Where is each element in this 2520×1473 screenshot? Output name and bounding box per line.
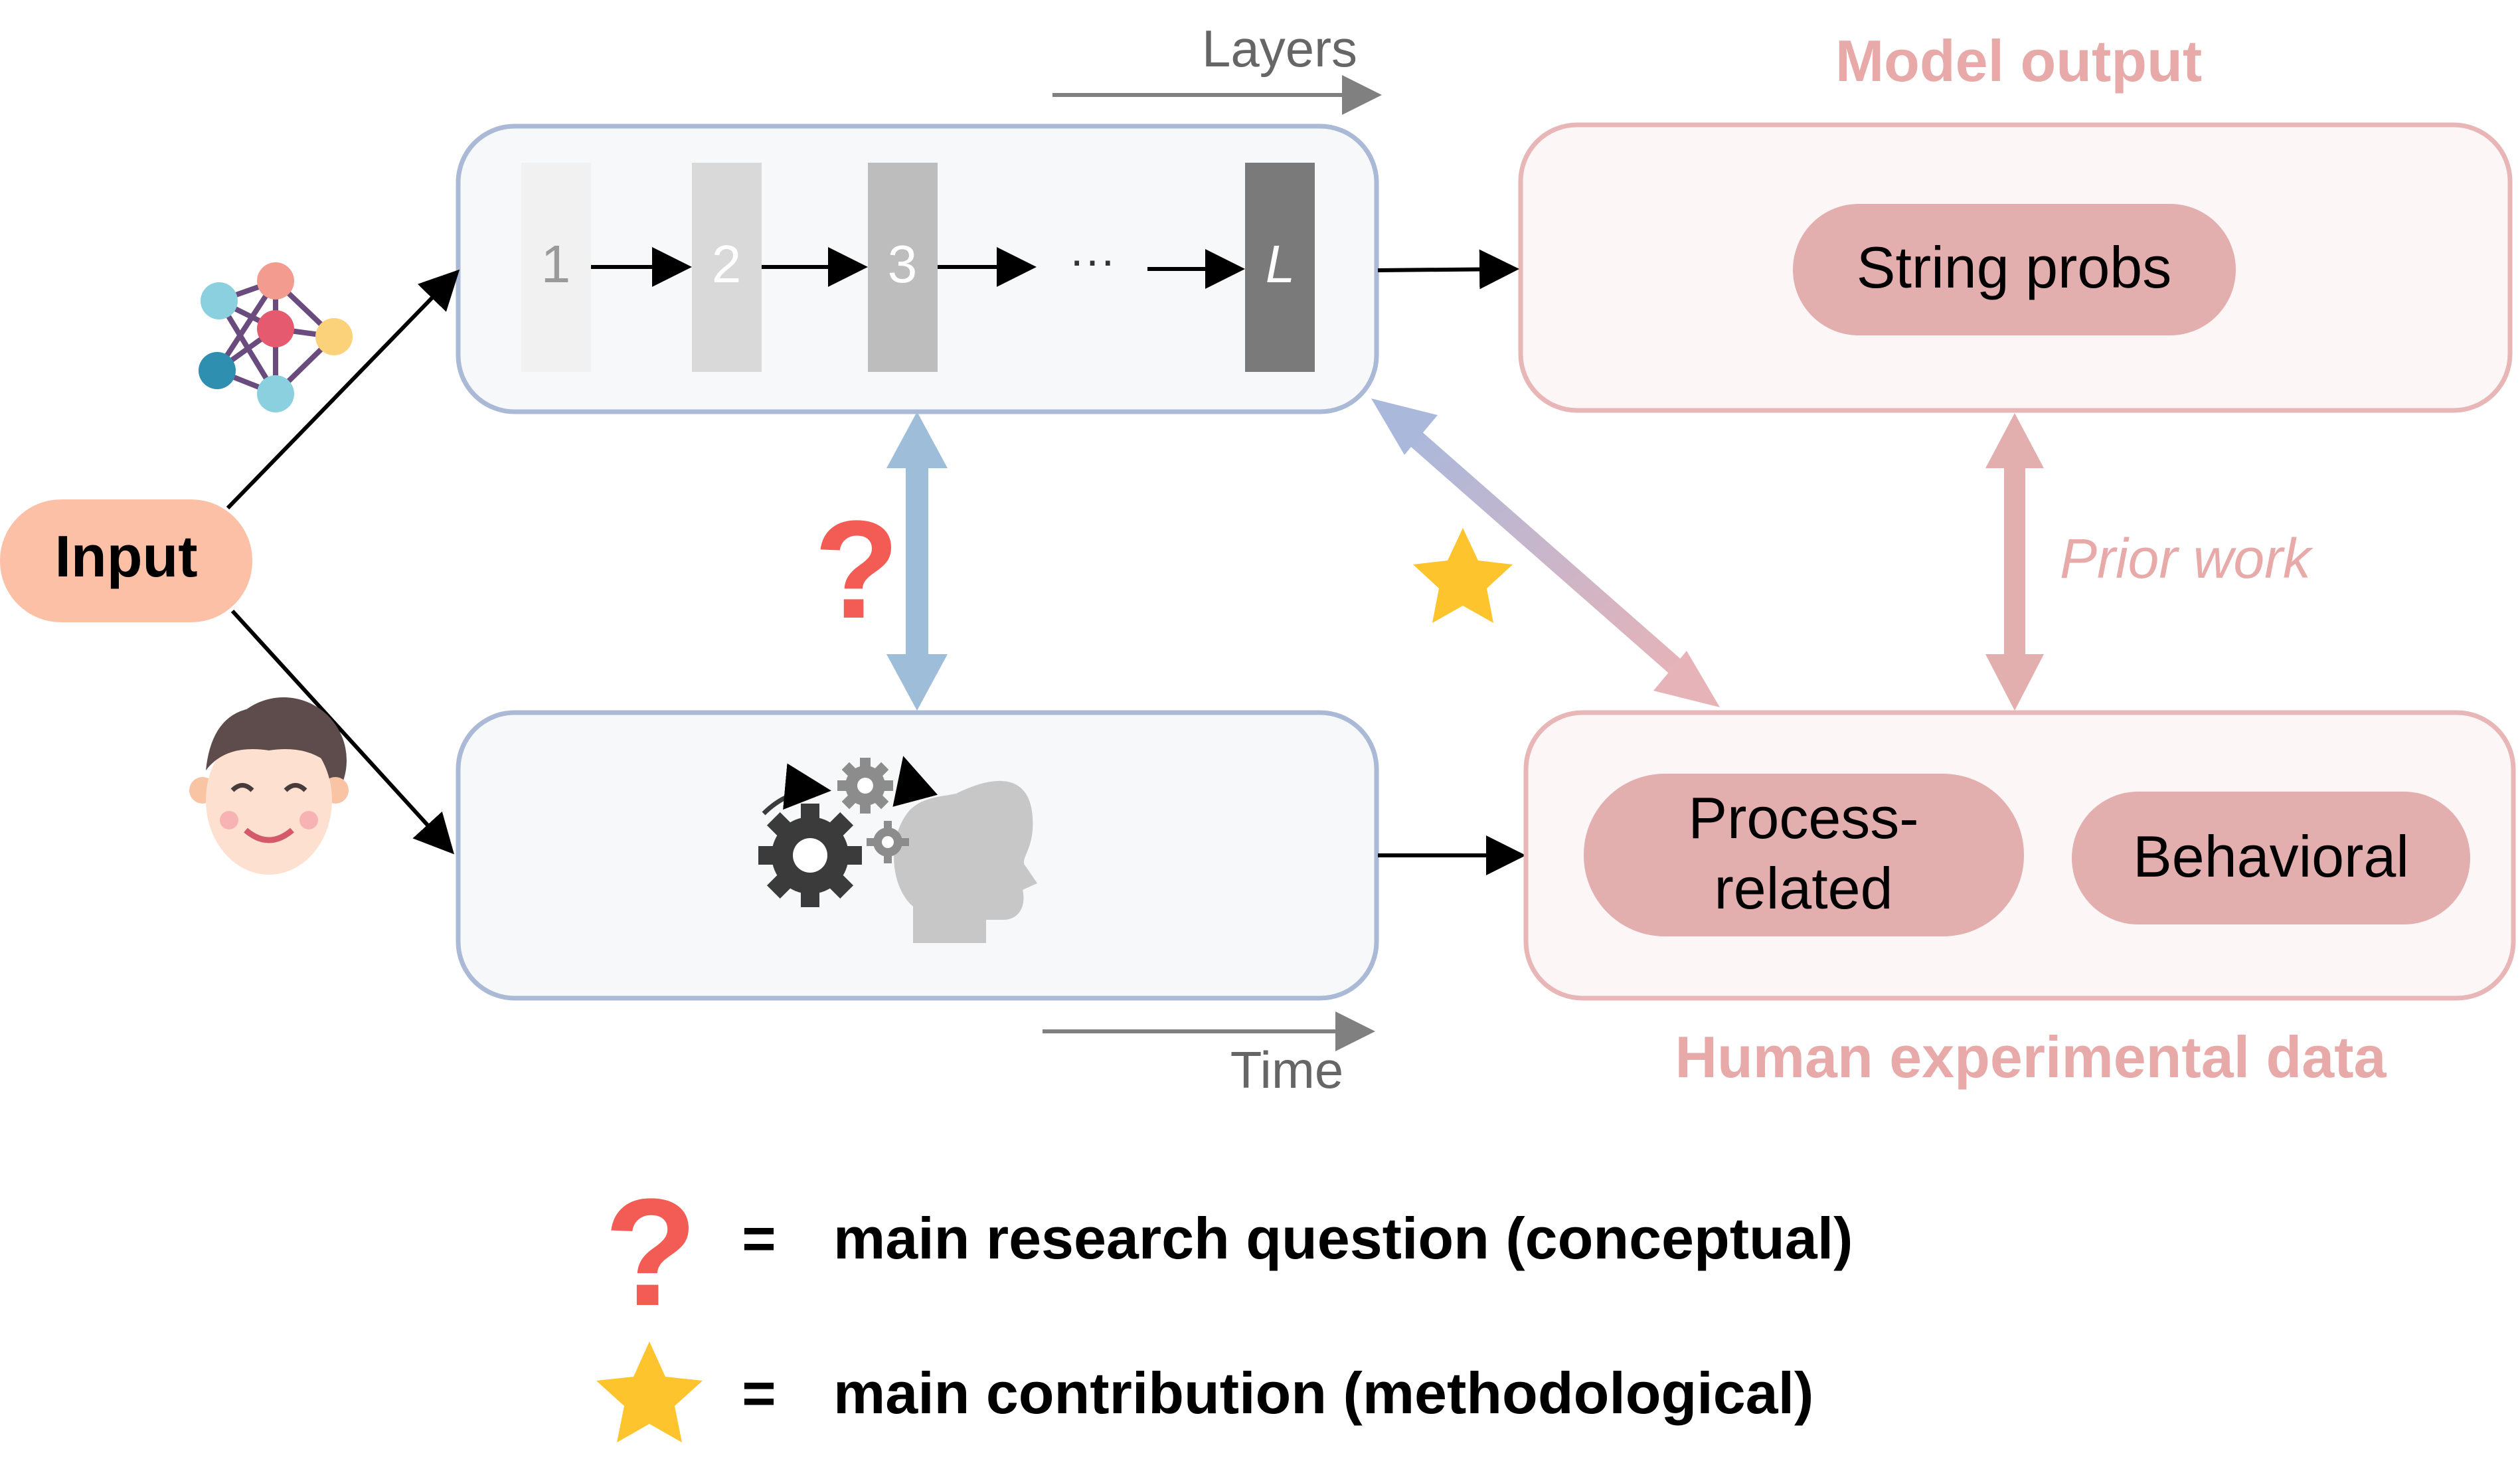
prior-work-label: Prior work	[2060, 527, 2313, 590]
neural-network-icon	[199, 262, 353, 412]
legend-star-icon	[596, 1342, 703, 1442]
layers-axis-label: Layers	[1202, 19, 1357, 78]
contribution-diagonal-arrow	[1371, 398, 1720, 707]
input-label: Input	[54, 523, 197, 589]
layer-label-2: 2	[712, 234, 742, 294]
layer-block-1	[521, 163, 591, 372]
string-probs-pill	[1793, 204, 2236, 335]
input-to-human-arrow	[230, 609, 455, 855]
process-related-line2: related	[1714, 855, 1892, 921]
human-data-title: Human experimental data	[1675, 1024, 2387, 1090]
model-to-output-arrow	[1377, 249, 1519, 290]
legend-question-text: main research question (conceptual)	[833, 1205, 1853, 1271]
layer-block-2	[692, 163, 762, 372]
process-related-pill	[1584, 774, 2024, 936]
behavioral-label: Behavioral	[2133, 823, 2409, 889]
process-related-line1: Process-	[1688, 785, 1918, 851]
layer-stack: 1 2 3 ··· L	[521, 163, 1315, 372]
star-icon	[1413, 528, 1513, 623]
string-probs-label: String probs	[1857, 234, 2171, 300]
legend-star-text: main contribution (methodological)	[833, 1360, 1813, 1426]
prior-work-arrow	[1985, 413, 2044, 711]
head-gears-icon	[758, 756, 1037, 943]
time-axis-label: Time	[1230, 1041, 1343, 1099]
legend-question-mark-icon: ?	[604, 1167, 698, 1338]
legend: ? = main research question (conceptual) …	[596, 1167, 1853, 1442]
legend-equals-2: =	[742, 1360, 776, 1426]
layer-block-L	[1245, 163, 1315, 372]
layer-block-3	[868, 163, 938, 372]
layer-ellipsis: ···	[1069, 234, 1116, 286]
layer-label-3: 3	[888, 234, 918, 294]
input-to-model-arrow	[226, 269, 460, 510]
person-avatar-icon	[189, 697, 349, 875]
behavioral-pill	[2072, 792, 2470, 924]
model-output-title: Model output	[1835, 28, 2202, 94]
model-human-link-arrow	[886, 412, 948, 711]
legend-equals-1: =	[742, 1205, 776, 1271]
layer-label-1: 1	[541, 234, 571, 294]
input-pill	[0, 499, 252, 622]
layer-label-L: L	[1266, 234, 1296, 294]
question-mark-icon: ?	[814, 491, 899, 648]
